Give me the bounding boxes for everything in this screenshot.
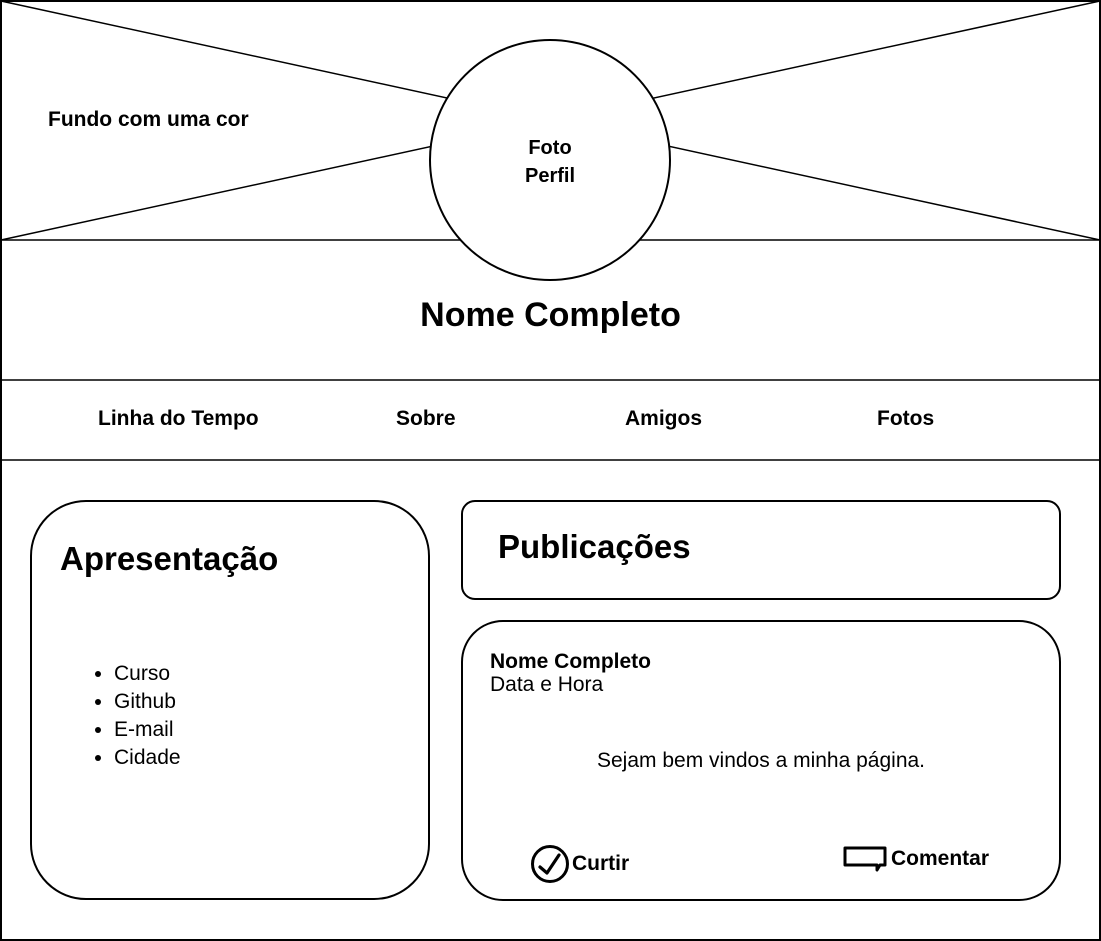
intro-card: Apresentação Curso Github E-mail Cidade xyxy=(30,500,430,900)
like-label: Curtir xyxy=(572,852,630,875)
profile-photo-circle xyxy=(429,39,671,281)
post-card: Nome Completo Data e Hora Sejam bem vind… xyxy=(461,620,1061,901)
posts-title: Publicações xyxy=(498,528,691,565)
intro-list: Curso Github E-mail Cidade xyxy=(84,660,181,772)
intro-item-course: Curso xyxy=(114,660,181,688)
intro-title: Apresentação xyxy=(60,540,279,577)
check-circle-icon xyxy=(530,844,570,884)
intro-item-github: Github xyxy=(114,688,181,716)
post-author[interactable]: Nome Completo xyxy=(490,650,652,673)
intro-item-city: Cidade xyxy=(114,744,181,772)
tab-timeline[interactable]: Linha do Tempo xyxy=(98,407,259,430)
profile-name: Nome Completo xyxy=(420,296,681,334)
profile-photo[interactable]: Foto Perfil xyxy=(490,134,610,190)
comment-button[interactable]: Comentar xyxy=(842,844,989,874)
profile-photo-label-line1: Foto xyxy=(528,137,572,159)
post-datetime: Data e Hora xyxy=(490,673,604,696)
tab-friends[interactable]: Amigos xyxy=(625,407,703,430)
tab-about[interactable]: Sobre xyxy=(396,407,456,430)
post-body: Sejam bem vindos a minha página. xyxy=(596,749,926,772)
intro-item-email: E-mail xyxy=(114,716,181,744)
like-button[interactable]: Curtir xyxy=(530,844,629,884)
comment-icon xyxy=(842,844,888,874)
cover-label: Fundo com uma cor xyxy=(48,108,249,131)
comment-label: Comentar xyxy=(891,847,990,870)
posts-header: Publicações xyxy=(461,500,1061,600)
tab-photos[interactable]: Fotos xyxy=(877,407,935,430)
profile-photo-label-line2: Perfil xyxy=(524,165,576,187)
